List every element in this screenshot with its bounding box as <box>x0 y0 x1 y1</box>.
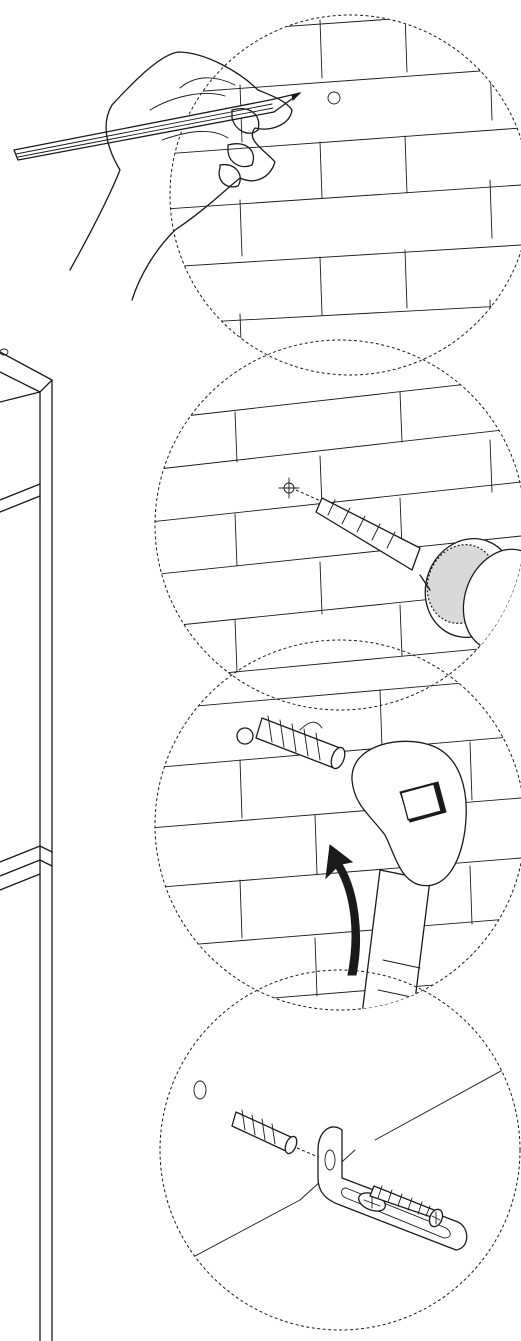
bracket-icon <box>318 1127 467 1250</box>
drilled-hole <box>194 1081 206 1099</box>
brick-wall <box>150 678 521 1008</box>
step-insert-plug <box>150 640 521 1040</box>
crosshair-icon <box>279 478 299 498</box>
brick-wall <box>150 10 521 370</box>
cabinet-side <box>0 349 52 1341</box>
step-mark-hole <box>14 10 521 375</box>
drilled-hole <box>237 728 253 744</box>
marked-hole <box>328 92 340 104</box>
step-fix-bracket <box>150 970 521 1330</box>
pencil-icon <box>14 93 300 160</box>
step-drill-hole <box>150 340 521 710</box>
hammer-icon <box>352 741 466 1040</box>
drill-icon <box>316 498 521 663</box>
hand-icon <box>70 52 292 300</box>
wall-plug-icon <box>232 1110 299 1155</box>
wall-plug-icon <box>256 716 347 770</box>
curved-arrow-icon <box>326 845 360 975</box>
